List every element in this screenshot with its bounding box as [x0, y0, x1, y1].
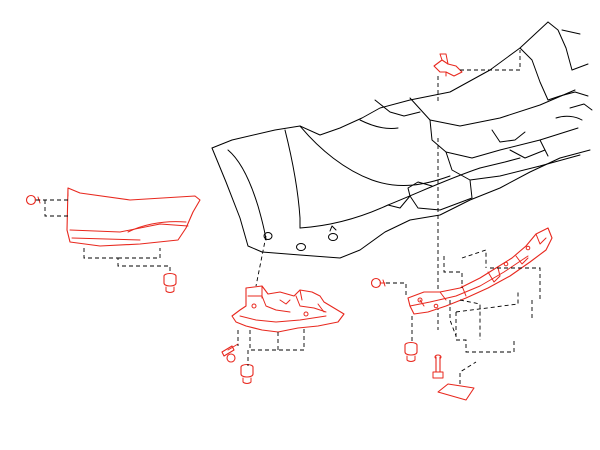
leader-lines-center: [237, 235, 305, 366]
bolt-fastener: [240, 363, 254, 384]
mounting-hole: [296, 243, 306, 251]
leader-lines-left: [36, 199, 171, 274]
mounting-hole: [263, 232, 273, 240]
side-spoiler-part: [66, 187, 201, 247]
mounting-hole: [328, 233, 338, 241]
pad-seal-part: [437, 383, 475, 401]
screw-fastener: [221, 343, 239, 363]
leader-lines-top: [437, 50, 521, 330]
bolt-fastener: [404, 341, 418, 362]
clip-fastener: [370, 277, 386, 289]
rear-under-cover-part: [407, 227, 553, 315]
leader-lines-right: [386, 249, 541, 384]
upper-bracket-part: [433, 53, 463, 77]
long-bolt-fastener: [432, 354, 444, 379]
rear-bumper-cover: [211, 21, 593, 259]
bolt-fastener: [163, 272, 177, 293]
center-bracket-part: [231, 285, 345, 333]
